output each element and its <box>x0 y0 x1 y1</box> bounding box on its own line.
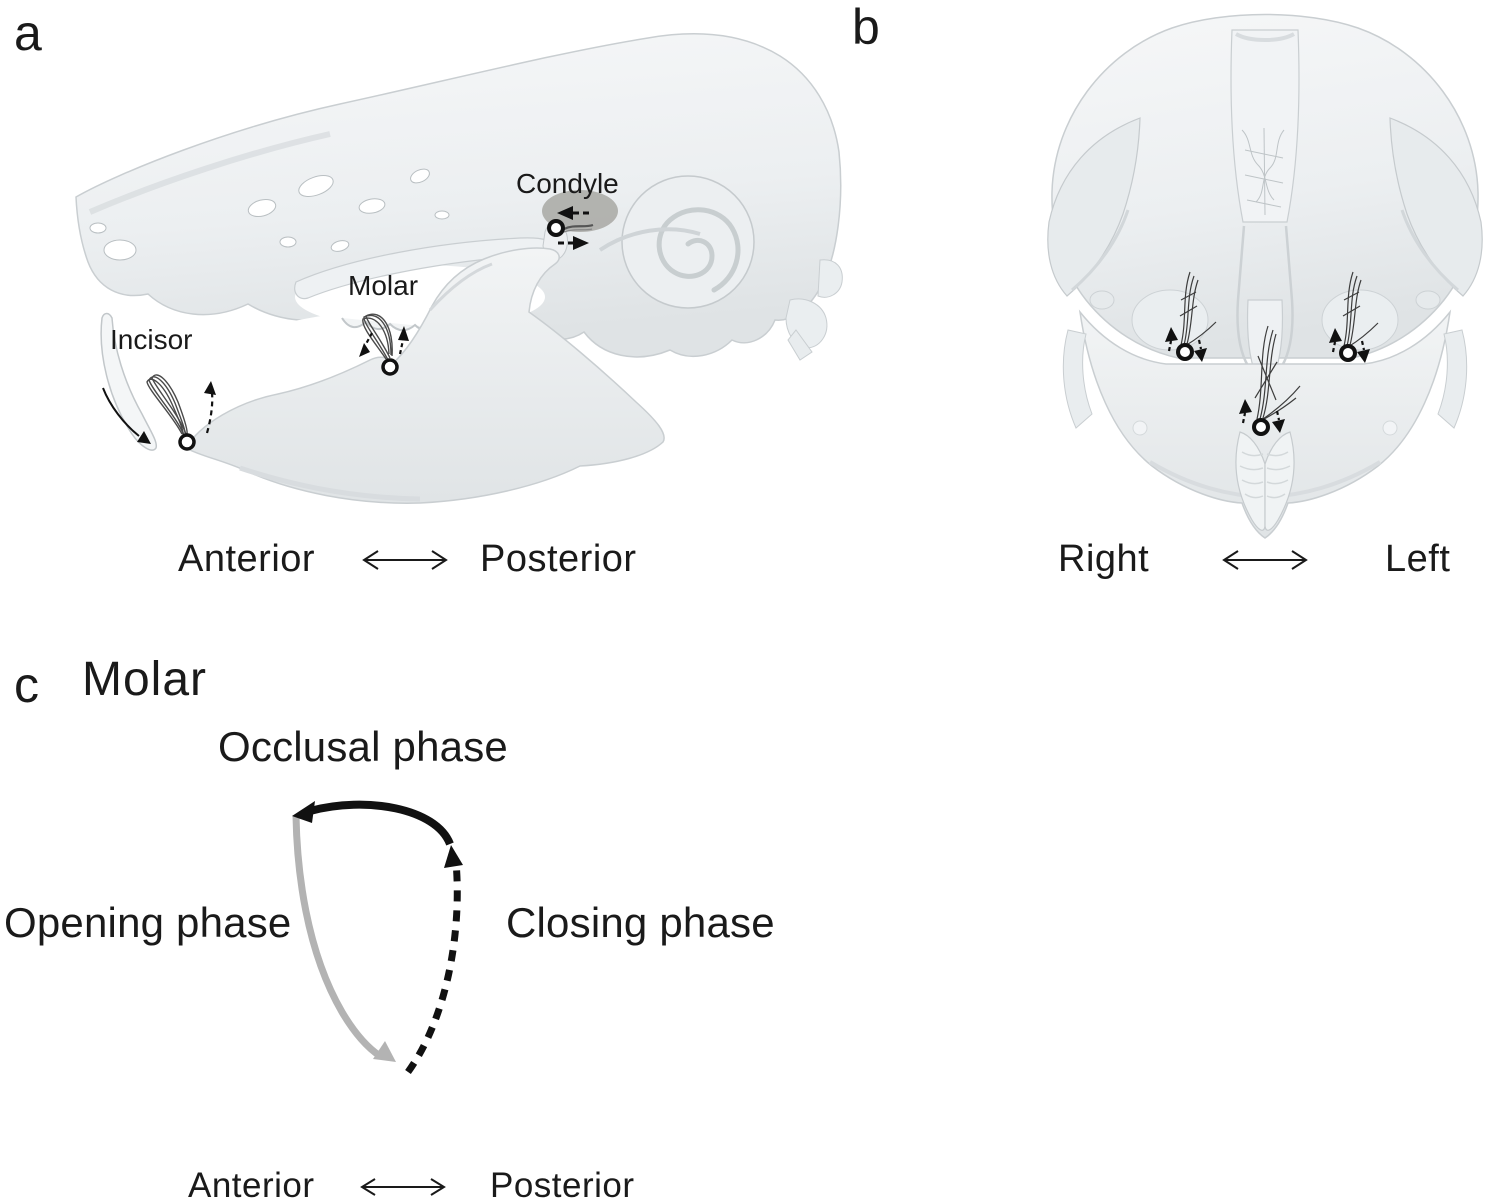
lower-incisor-teeth <box>1235 431 1295 531</box>
tympanic-bulla-shape <box>598 175 755 309</box>
panel-c-title: Molar <box>82 653 208 706</box>
incisor-marker <box>102 374 216 451</box>
right-left-arrow-icon <box>1222 550 1308 570</box>
occlusal-phase-arrow <box>292 800 454 846</box>
occlusal-phase-label: Occlusal phase <box>218 723 508 770</box>
closing-phase-arrow <box>405 845 463 1075</box>
frontal-incisor-marker <box>1239 325 1301 436</box>
condyle-label: Condyle <box>516 168 619 199</box>
right-molar-marker <box>1329 271 1379 363</box>
panel-c-axis-anterior: Anterior <box>188 1166 315 1200</box>
panel-b-letter: b <box>852 0 880 55</box>
skull-foramina <box>89 168 450 261</box>
nasal-bone-shape <box>1230 29 1300 223</box>
upper-incisor-tooth <box>100 312 158 451</box>
anterior-posterior-arrow-icon <box>362 550 448 570</box>
panel-c-letter: c <box>14 657 39 713</box>
nasal-trabecular-mesh <box>1241 127 1285 216</box>
opening-phase-arrow <box>292 815 396 1062</box>
closing-phase-label: Closing phase <box>506 899 775 946</box>
condyle-marker <box>547 206 594 250</box>
left-wing-shape <box>1047 117 1141 297</box>
panel-b-axis-right: Right <box>1058 538 1150 580</box>
mandible-shape <box>184 247 665 504</box>
incisor-label: Incisor <box>110 324 193 355</box>
skull-frontal-render <box>1047 13 1483 539</box>
panel-c-anterior-posterior-arrow-icon <box>360 1178 446 1196</box>
right-wing-shape <box>1389 117 1483 297</box>
opening-phase-label: Opening phase <box>4 899 292 946</box>
panel-c-axis-posterior: Posterior <box>490 1166 635 1200</box>
skull-lateral-render <box>75 33 843 504</box>
molar-marker <box>359 313 409 376</box>
chewing-cycle-diagram <box>292 800 463 1075</box>
panel-a-axis-anterior: Anterior <box>178 538 316 580</box>
molar-label: Molar <box>348 270 419 301</box>
panel-a-axis-posterior: Posterior <box>480 538 637 580</box>
panel-b-axis-left: Left <box>1385 538 1451 580</box>
left-molar-marker <box>1165 271 1217 362</box>
panel-a-letter: a <box>14 5 42 61</box>
